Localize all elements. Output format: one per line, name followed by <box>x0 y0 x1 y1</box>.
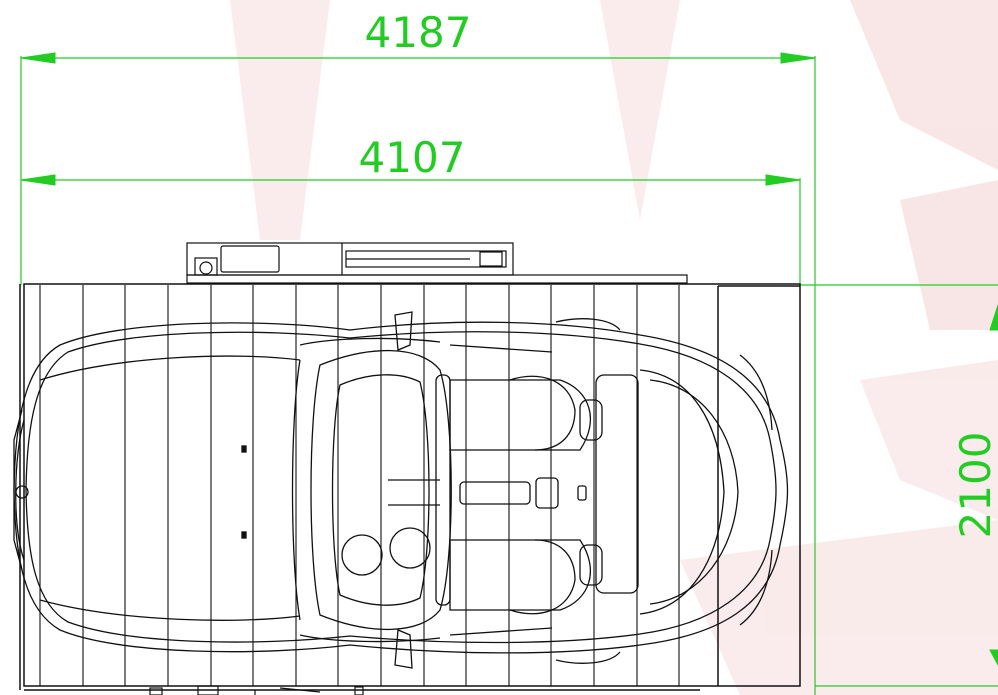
dimension-width <box>800 284 998 687</box>
dimension-platform-length <box>20 174 801 285</box>
side-motor-unit <box>186 242 688 284</box>
dimension-label-width: 2100 <box>951 432 998 539</box>
dimension-label-total-length: 4187 <box>365 8 472 57</box>
bottom-supports <box>149 685 364 695</box>
watermark-logo <box>230 0 998 695</box>
dimension-total-length <box>20 52 816 695</box>
dimension-label-platform-length: 4107 <box>359 133 466 182</box>
car-top-view <box>13 311 789 669</box>
